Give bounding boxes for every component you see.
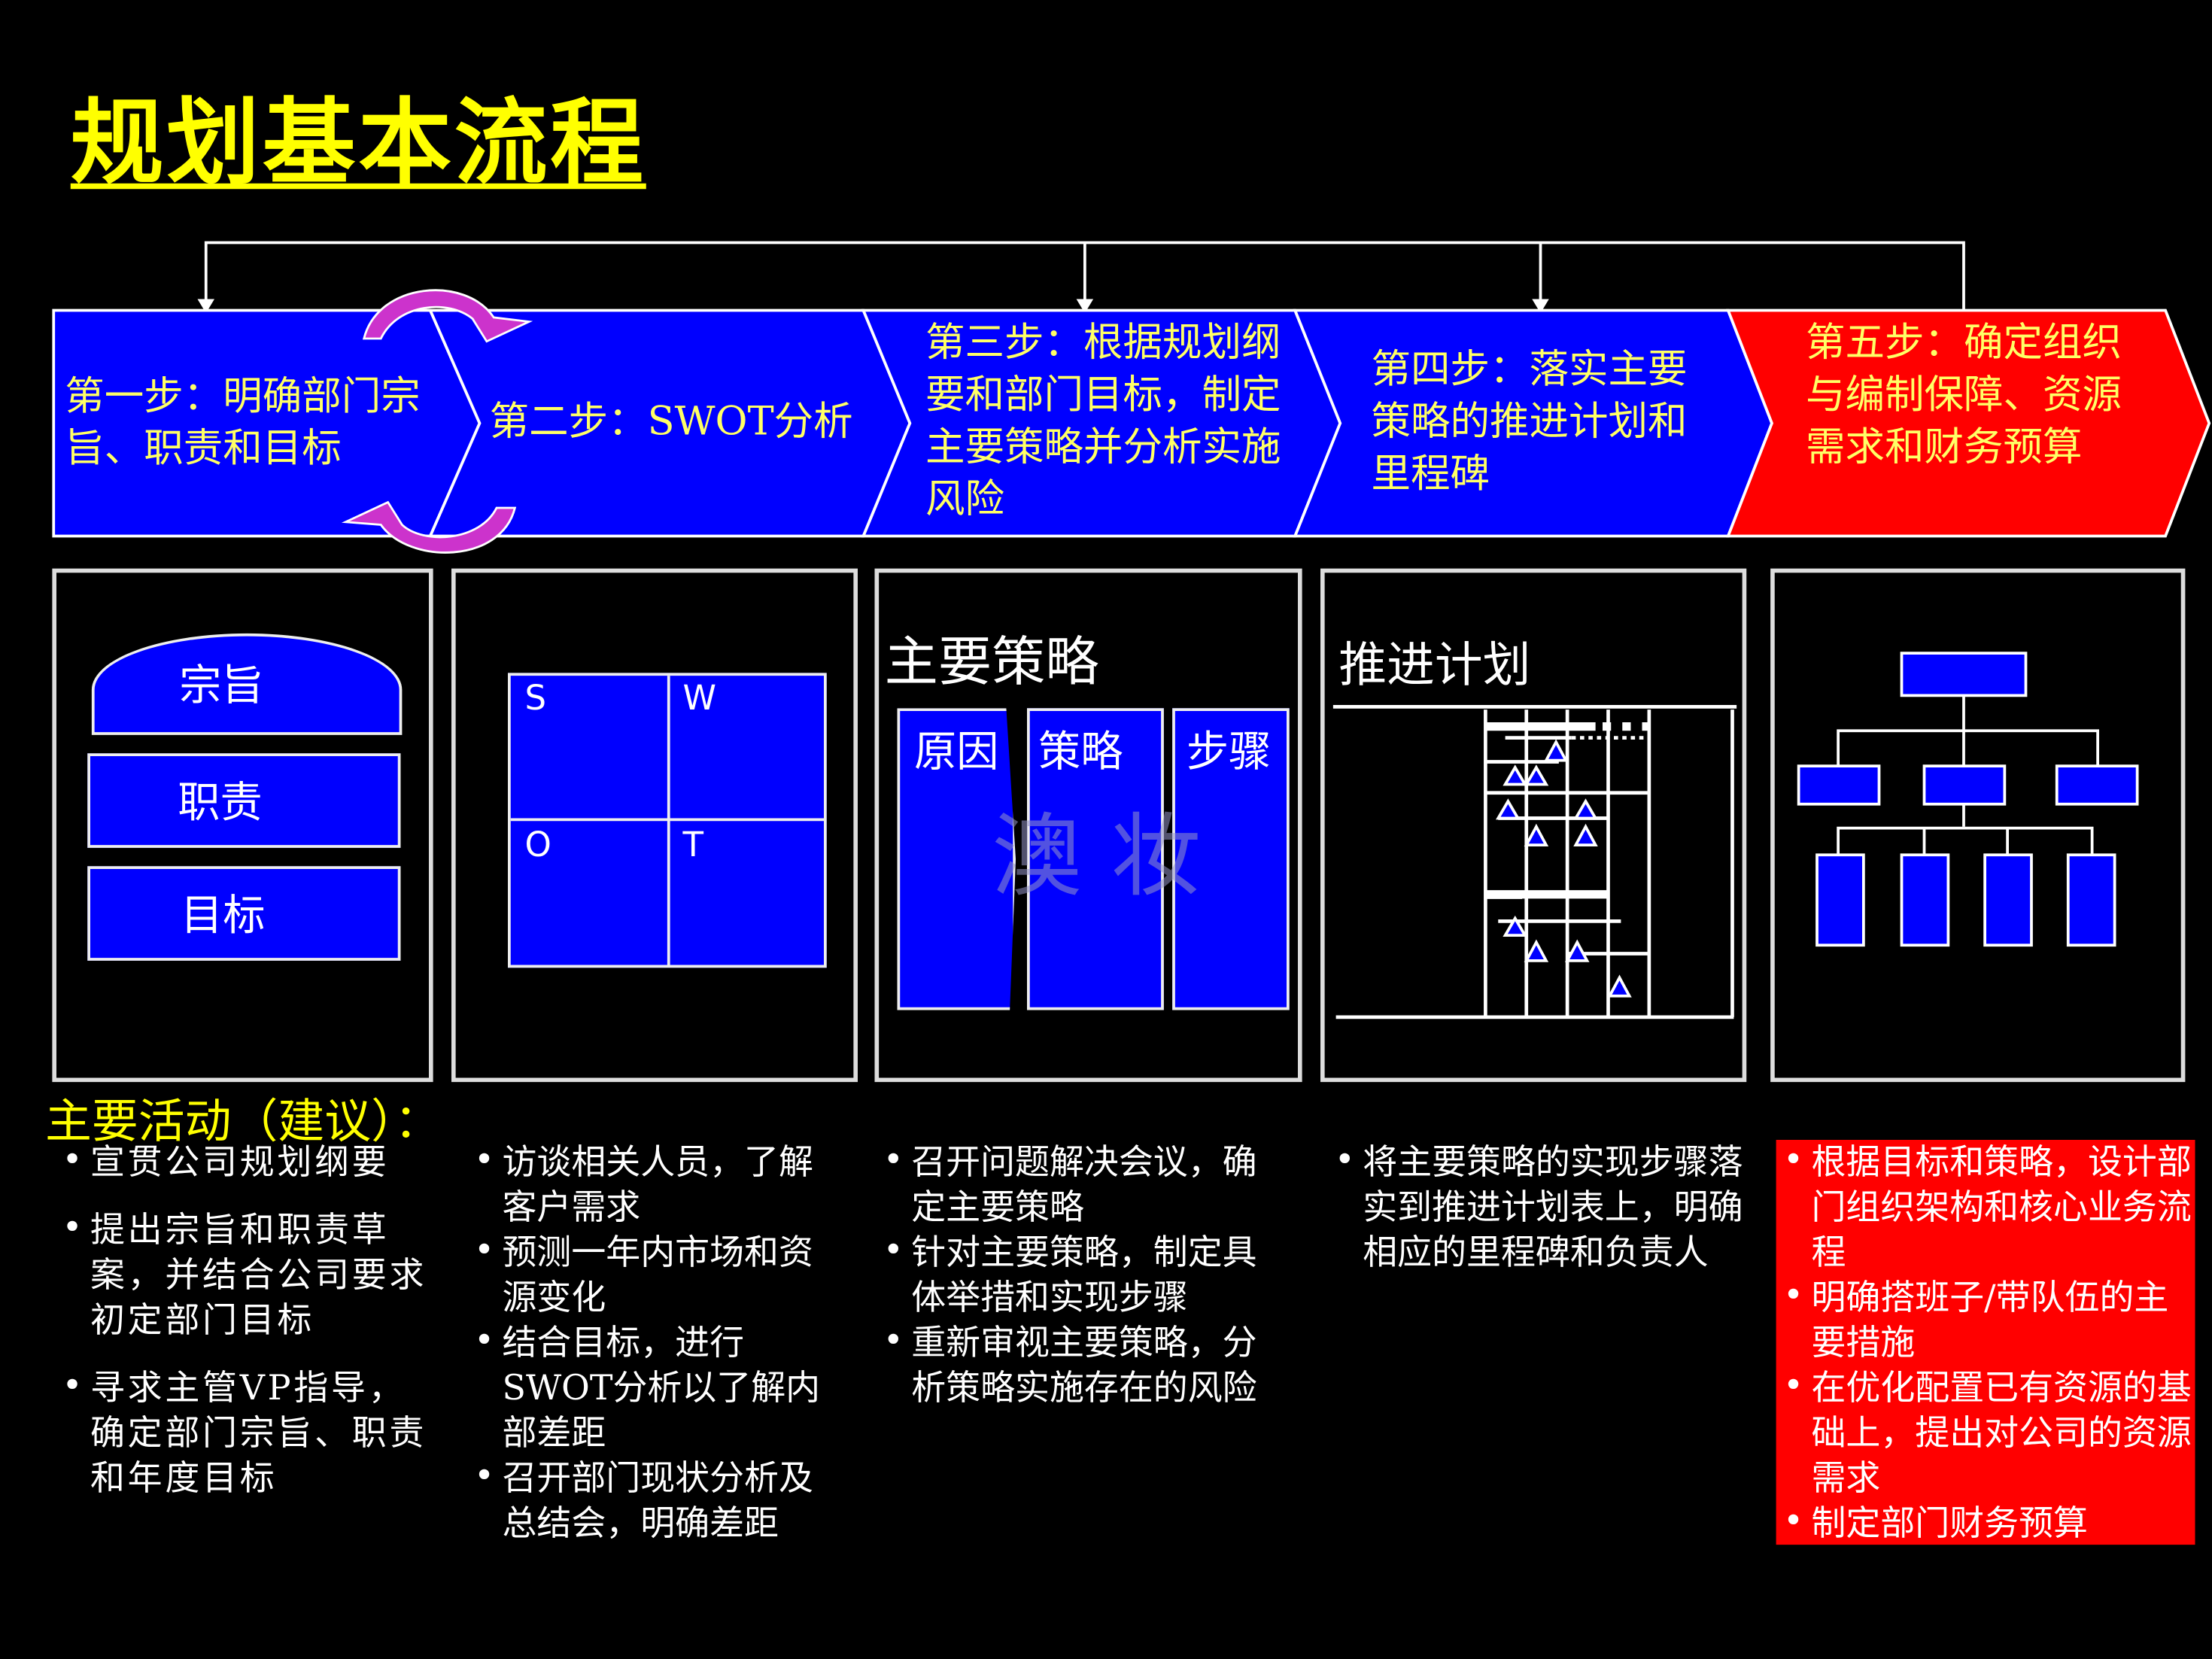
goals-label: 目标 <box>181 892 266 941</box>
panel-strategy: 主要策略 原因 策略 步骤 澳 妆 <box>874 568 1302 1083</box>
column-steps: 步骤 <box>1172 708 1290 1010</box>
arrowheads <box>197 299 1549 314</box>
milestone-icons <box>1495 739 1632 998</box>
activity-item: 召开部门现状分析及总结会，明确差距 <box>471 1453 845 1546</box>
activity-item: 召开问题解决会议，确定主要策略 <box>880 1137 1290 1230</box>
panel-mission: 宗旨 职责 目标 <box>52 568 433 1083</box>
activity-item: 寻求主管VP指导，确定部门宗旨、职责和年度目标 <box>59 1363 429 1501</box>
activity-item: 访谈相关人员，了解客户需求 <box>471 1137 845 1230</box>
cycle-arrow-icon <box>341 289 533 554</box>
duties-label: 职责 <box>178 779 263 828</box>
cause-label: 原因 <box>914 728 999 778</box>
step-5-shape <box>1726 308 2211 538</box>
activity-item: 重新审视主要策略，分析策略实施存在的风险 <box>880 1317 1290 1411</box>
org-chart <box>1797 652 2139 947</box>
panel-plan: 推进计划 <box>1320 568 1747 1083</box>
step-5-label: 第五步：确定组织与编制保障、资源需求和财务预算 <box>1806 318 2122 470</box>
page-title: 规划基本流程 <box>70 89 646 198</box>
connector-lines <box>204 241 1965 314</box>
activity-item: 预测一年内市场和资源变化 <box>471 1227 845 1320</box>
steps-label: 步骤 <box>1186 728 1272 778</box>
activity-item: 明确搭班子/带队伍的主要措施 <box>1780 1272 2192 1366</box>
panel-org <box>1770 568 2186 1083</box>
watermark: 澳 妆 <box>992 805 1202 910</box>
activity-item: 结合目标，进行SWOT分析以了解内部差距 <box>471 1317 845 1456</box>
step-2-label: 第二步：SWOT分析 <box>489 397 853 445</box>
duties-box: 职责 <box>87 753 401 848</box>
plan-title: 推进计划 <box>1338 637 1531 694</box>
swot-grid: S W O T <box>508 673 827 968</box>
column-cause: 原因 <box>897 708 1016 1010</box>
swot-o: O <box>524 825 551 865</box>
activity-item: 提出宗旨和职责草案，并结合公司要求初定部门目标 <box>59 1205 429 1343</box>
mission-dome: 宗旨 <box>91 633 403 735</box>
gantt-chart <box>1332 705 1737 1019</box>
panel-swot: S W O T <box>451 568 858 1083</box>
activity-item: 制定部门财务预算 <box>1780 1498 2192 1546</box>
swot-w: W <box>682 678 717 719</box>
strategy-title: 主要策略 <box>884 630 1099 693</box>
step-3-label: 第三步：根据规划纲要和部门目标，制定主要策略并分析实施风险 <box>925 318 1281 522</box>
process-flow-diagram <box>52 241 2211 554</box>
activity-item: 根据目标和策略，设计部门组织架构和核心业务流程 <box>1780 1137 2192 1275</box>
swot-s: S <box>524 678 547 719</box>
activities-column-3: 召开问题解决会议，确定主要策略 针对主要策略，制定具体举措和实现步骤 重新审视主… <box>880 1137 1290 1411</box>
activity-item: 宣贯公司规划纲要 <box>59 1137 429 1185</box>
activities-column-5: 根据目标和策略，设计部门组织架构和核心业务流程 明确搭班子/带队伍的主要措施 在… <box>1780 1137 2192 1546</box>
activity-item: 针对主要策略，制定具体举措和实现步骤 <box>880 1227 1290 1320</box>
step-1-label: 第一步：明确部门宗旨、职责和目标 <box>65 372 421 472</box>
activities-column-1: 宣贯公司规划纲要 提出宗旨和职责草案，并结合公司要求初定部门目标 寻求主管VP指… <box>59 1137 429 1524</box>
step-4-label: 第四步：落实主要策略的推进计划和里程碑 <box>1371 345 1688 497</box>
swot-t: T <box>682 825 704 865</box>
goals-box: 目标 <box>87 866 401 961</box>
activities-column-2: 访谈相关人员，了解客户需求 预测一年内市场和资源变化 结合目标，进行SWOT分析… <box>471 1137 845 1546</box>
strategy-label: 策略 <box>1038 728 1123 778</box>
activities-column-4: 将主要策略的实现步骤落实到推进计划表上，明确相应的里程碑和负责人 <box>1332 1137 1744 1275</box>
mission-label: 宗旨 <box>179 661 264 711</box>
activity-item: 在优化配置已有资源的基础上，提出对公司的资源需求 <box>1780 1363 2192 1501</box>
column-strategy: 策略 <box>1027 708 1164 1010</box>
activity-item: 将主要策略的实现步骤落实到推进计划表上，明确相应的里程碑和负责人 <box>1332 1137 1744 1275</box>
